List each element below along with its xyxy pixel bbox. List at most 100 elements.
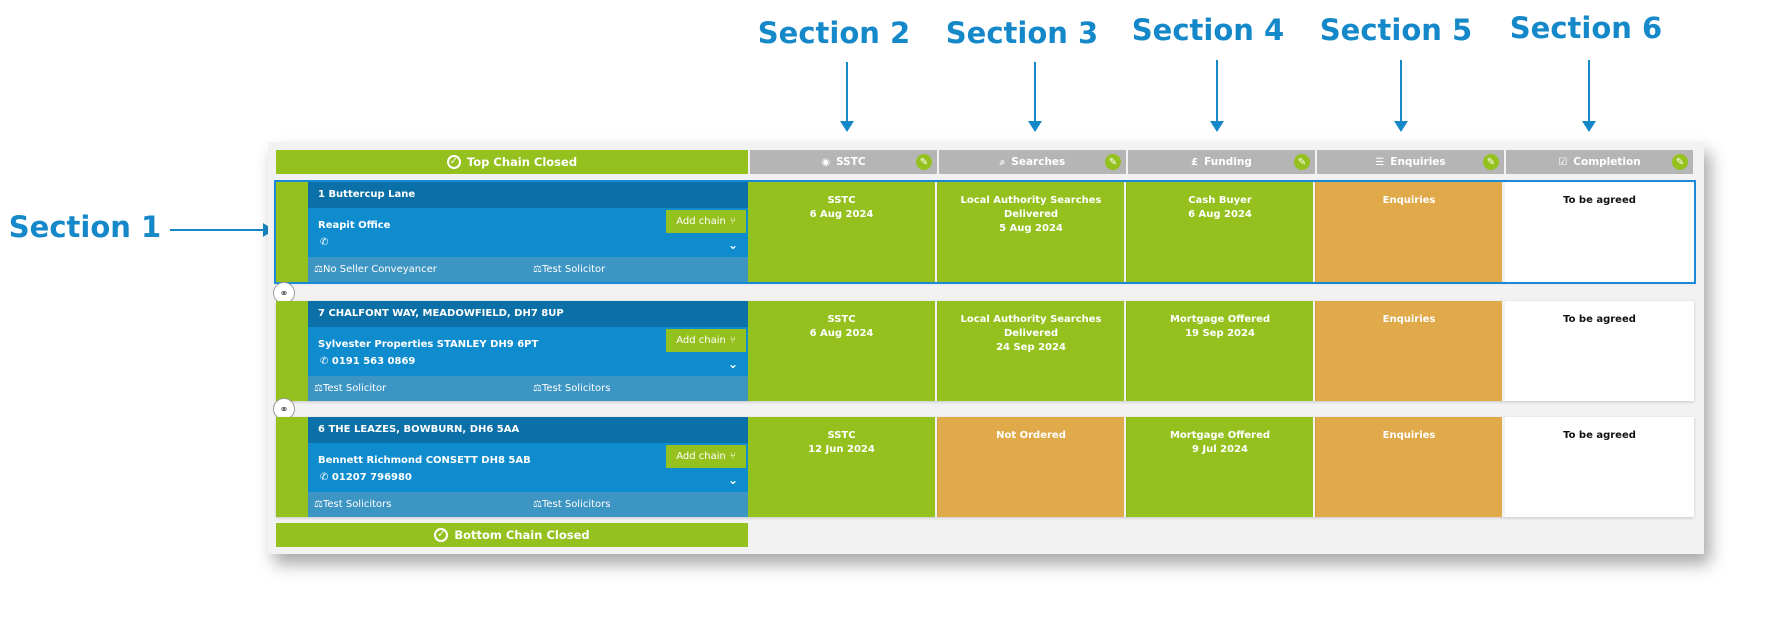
cell-enquiries[interactable]: Enquiries — [1315, 182, 1502, 282]
seller-solicitor: ⚖Test Solicitors — [314, 492, 392, 517]
cell-searches[interactable]: Local Authority Searches Delivered 5 Aug … — [937, 182, 1124, 282]
column-header-label: Funding — [1204, 156, 1252, 168]
property-address[interactable]: 1 Buttercup Lane — [308, 182, 748, 208]
section-6-arrow — [1582, 60, 1596, 132]
cell-status: Not Ordered — [996, 430, 1066, 441]
chevron-down-icon[interactable]: ⌄ — [727, 357, 738, 371]
add-chain-button[interactable]: Add chain⑂ — [666, 445, 746, 468]
cell-searches[interactable]: Not Ordered — [937, 417, 1124, 517]
column-header-label: Searches — [1011, 156, 1066, 168]
add-chain-label: Add chain — [676, 451, 726, 462]
cell-status: SSTC — [827, 430, 856, 441]
row-status-strip — [276, 301, 308, 401]
cell-status: SSTC — [827, 314, 856, 325]
edit-icon[interactable]: ✎ — [1672, 154, 1688, 170]
cell-sstc[interactable]: SSTC 6 Aug 2024 — [748, 182, 935, 282]
bottom-chain-label: Bottom Chain Closed — [454, 528, 590, 542]
section-5-arrow — [1394, 60, 1408, 132]
section-3-arrow — [1028, 62, 1042, 132]
add-chain-button[interactable]: Add chain⑂ — [666, 210, 746, 233]
cell-status: To be agreed — [1563, 195, 1636, 206]
solicitors-bar: ⚖Test Solicitor ⚖Test Solicitors — [308, 376, 748, 401]
section-4-label: Section 4 — [1131, 13, 1285, 47]
buyer-solicitor: ⚖Test Solicitors — [533, 492, 611, 517]
column-header-searches: ⌕ Searches ✎ — [939, 150, 1126, 174]
agent-office: Reapit Office — [318, 220, 391, 231]
cell-sstc[interactable]: SSTC 12 Jun 2024 — [748, 417, 935, 517]
edit-icon[interactable]: ✎ — [1294, 154, 1310, 170]
scales-icon: ⚖ — [314, 499, 323, 510]
section-1-arrow — [170, 223, 274, 237]
cell-date: 6 Aug 2024 — [809, 328, 874, 339]
cell-status: Enquiries — [1382, 314, 1436, 325]
section-2-label: Section 2 — [757, 16, 911, 50]
cell-sstc[interactable]: SSTC 6 Aug 2024 — [748, 301, 935, 401]
chain-row[interactable]: 7 CHALFONT WAY, MEADOWFIELD, DH7 8UP Syl… — [276, 301, 1694, 401]
solicitor-name: Test Solicitor — [322, 383, 387, 394]
cell-enquiries[interactable]: Enquiries — [1315, 417, 1502, 517]
branch-icon: ⑂ — [729, 335, 736, 346]
cell-date: 12 Jun 2024 — [808, 444, 875, 455]
cell-date: 5 Aug 2024 — [999, 223, 1063, 234]
property-address[interactable]: 6 THE LEAZES, BOWBURN, DH6 5AA — [308, 417, 748, 443]
cell-enquiries[interactable]: Enquiries — [1315, 301, 1502, 401]
phone-number: 0191 563 0869 — [331, 356, 416, 367]
section-2-arrow — [840, 62, 854, 132]
top-chain-closed-bar: ✓ Top Chain Closed — [276, 150, 748, 174]
bottom-chain-closed-bar: ✓ Bottom Chain Closed — [276, 523, 748, 547]
scales-icon: ⚖ — [533, 383, 542, 394]
section-6-label: Section 6 — [1509, 11, 1663, 45]
add-chain-button[interactable]: Add chain⑂ — [666, 329, 746, 352]
solicitor-name: Test Solicitors — [541, 383, 611, 394]
chain-row[interactable]: 1 Buttercup Lane Reapit Office ✆ Add cha… — [274, 180, 1696, 284]
phone-number: 01207 796980 — [331, 472, 412, 483]
scales-icon: ⚖ — [314, 383, 323, 394]
cell-status: Mortgage Offered — [1169, 314, 1271, 325]
column-header-completion: ☑ Completion ✎ — [1506, 150, 1693, 174]
chain-row[interactable]: 6 THE LEAZES, BOWBURN, DH6 5AA Bennett R… — [276, 417, 1694, 517]
cell-completion[interactable]: To be agreed — [1504, 417, 1694, 517]
property-address[interactable]: 7 CHALFONT WAY, MEADOWFIELD, DH7 8UP — [308, 301, 748, 327]
cell-completion[interactable]: To be agreed — [1504, 182, 1694, 282]
cell-date: 6 Aug 2024 — [809, 209, 874, 220]
cell-status: Enquiries — [1382, 430, 1436, 441]
cell-status: To be agreed — [1563, 430, 1636, 441]
edit-icon[interactable]: ✎ — [1105, 154, 1121, 170]
phone-icon: ✆ — [320, 356, 329, 367]
edit-icon[interactable]: ✎ — [1483, 154, 1499, 170]
solicitors-bar: ⚖No Seller Conveyancer ⚖Test Solicitor — [308, 257, 748, 282]
check-circle-icon: ✓ — [434, 528, 449, 542]
cell-status: Cash Buyer — [1188, 195, 1252, 206]
row-status-strip — [276, 417, 308, 517]
solicitor-name: Test Solicitors — [322, 499, 392, 510]
property-card: 6 THE LEAZES, BOWBURN, DH6 5AA Bennett R… — [308, 417, 748, 517]
cell-completion[interactable]: To be agreed — [1504, 301, 1694, 401]
add-chain-label: Add chain — [676, 335, 726, 346]
solicitor-name: Test Solicitors — [541, 499, 611, 510]
chevron-down-icon[interactable]: ⌄ — [727, 238, 738, 252]
buyer-solicitor: ⚖Test Solicitor — [533, 257, 605, 282]
list-icon: ☰ — [1375, 156, 1385, 168]
chevron-down-icon[interactable]: ⌄ — [727, 473, 738, 487]
seller-solicitor: ⚖No Seller Conveyancer — [314, 257, 437, 282]
phone-icon: ✆ — [320, 237, 329, 248]
branch-icon: ⑂ — [729, 451, 736, 462]
eye-icon: ◉ — [821, 156, 831, 168]
column-header-enquiries: ☰ Enquiries ✎ — [1317, 150, 1504, 174]
solicitor-name: Test Solicitor — [541, 264, 606, 275]
edit-icon[interactable]: ✎ — [916, 154, 932, 170]
cell-status: SSTC — [827, 195, 856, 206]
column-header-label: SSTC — [836, 156, 866, 168]
cell-status: To be agreed — [1563, 314, 1636, 325]
section-5-label: Section 5 — [1319, 13, 1473, 47]
cell-status: Local Authority Searches Delivered — [960, 195, 1102, 220]
cell-date: 24 Sep 2024 — [996, 342, 1066, 353]
section-4-arrow — [1210, 60, 1224, 132]
cell-status: Mortgage Offered — [1169, 430, 1271, 441]
solicitor-name: No Seller Conveyancer — [322, 264, 437, 275]
section-1-label: Section 1 — [8, 210, 162, 244]
